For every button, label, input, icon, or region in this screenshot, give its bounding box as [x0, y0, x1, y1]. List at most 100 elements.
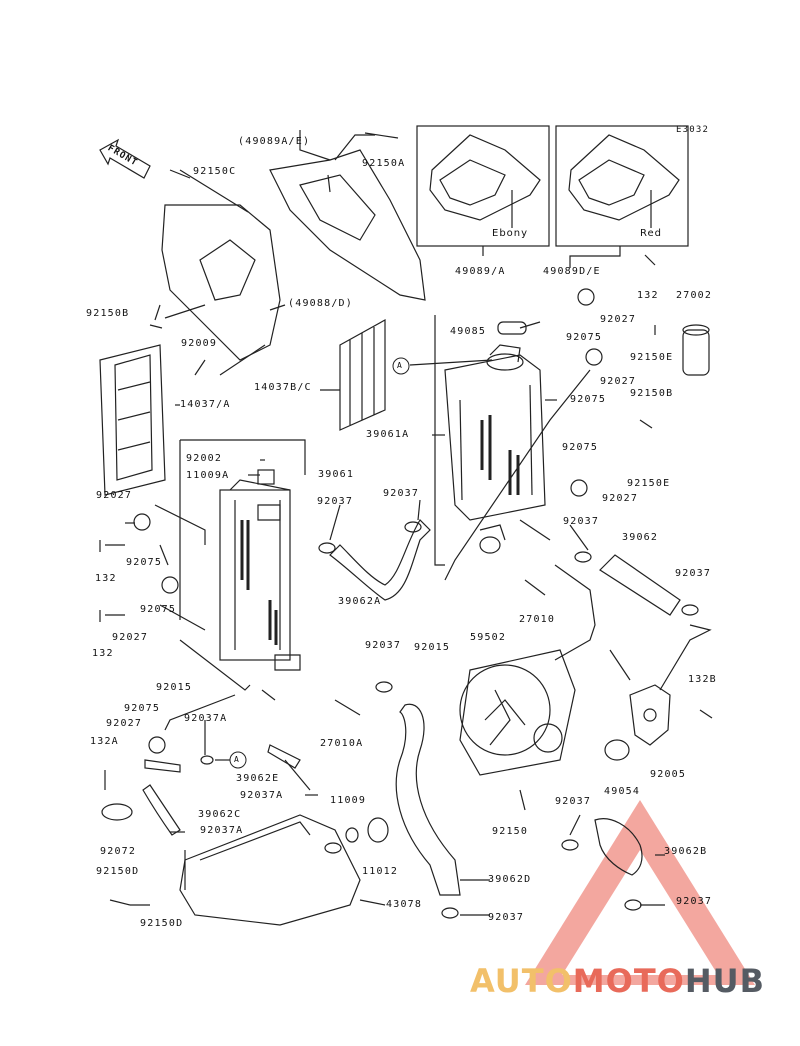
part-label: 92150C — [193, 166, 237, 177]
part-label: 92072 — [100, 846, 137, 857]
part-label: 92075 — [126, 557, 163, 568]
part-label: 27002 — [676, 290, 713, 301]
part-label: 92150D — [140, 918, 184, 929]
automotohub-logo: AUTOMOTOHUB — [470, 962, 765, 1000]
diagram-code: E3032 — [676, 125, 710, 135]
part-label: 92075 — [570, 394, 607, 405]
shroud-ebony-drawing — [429, 134, 541, 221]
part-label: 92150E — [627, 478, 671, 489]
part-label: 92027 — [106, 718, 143, 729]
part-label: 92150D — [96, 866, 140, 877]
callout-a-lower — [229, 751, 247, 769]
left-radiator — [219, 489, 291, 661]
part-label: 92037A — [240, 790, 284, 801]
part-label: 49085 — [450, 326, 487, 337]
part-label: 92150E — [630, 352, 674, 363]
part-label: (49088/D) — [288, 298, 353, 309]
part-label: 92037A — [184, 713, 228, 724]
part-label: 39062 — [622, 532, 659, 543]
logo-part-hub: HUB — [684, 962, 766, 1000]
callout-a-upper — [392, 357, 410, 375]
cooling-fan — [459, 664, 551, 756]
part-label: 132 — [637, 290, 659, 301]
hose-39062a — [329, 519, 431, 601]
part-label: 132B — [688, 674, 717, 685]
radiator-cap — [604, 739, 630, 761]
reservoir-tank — [179, 814, 361, 926]
part-label: 27010A — [320, 738, 364, 749]
part-label: 11012 — [362, 866, 399, 877]
part-label: 92037 — [555, 796, 592, 807]
part-label: 92027 — [96, 490, 133, 501]
part-label: 49054 — [604, 786, 641, 797]
part-label: 92015 — [414, 642, 451, 653]
part-label: 39062E — [236, 773, 280, 784]
part-label: 92027 — [600, 314, 637, 325]
shroud-red-drawing — [568, 134, 680, 221]
red-label: Red — [640, 228, 662, 239]
part-label: 132 — [92, 648, 114, 659]
hose-39062b — [594, 818, 643, 876]
left-shroud-inner — [269, 149, 426, 301]
part-label: 92150A — [362, 158, 406, 169]
logo-part-moto: MOTO — [572, 962, 685, 1000]
part-label: 132 — [95, 573, 117, 584]
part-label: 92037 — [676, 896, 713, 907]
red-box — [555, 125, 689, 247]
part-label: 92027 — [112, 632, 149, 643]
part-label: 132A — [90, 736, 119, 747]
part-label: 92150 — [492, 826, 529, 837]
part-label: 27010 — [519, 614, 556, 625]
right-radiator — [444, 354, 546, 521]
part-label: 92005 — [650, 769, 687, 780]
part-label: 92009 — [181, 338, 218, 349]
part-label: 92015 — [156, 682, 193, 693]
front-arrow — [99, 138, 151, 179]
part-label: 11009 — [330, 795, 367, 806]
part-label: (49089A/E) — [238, 136, 311, 147]
part-label: 39062C — [198, 809, 242, 820]
logo-part-auto: AUTO — [470, 962, 573, 1000]
part-label: 92075 — [566, 332, 603, 343]
part-label: 92075 — [562, 442, 599, 453]
part-label: 92150B — [630, 388, 674, 399]
callout-a-upper-label: A — [397, 361, 404, 370]
part-label: 39061 — [318, 469, 355, 480]
part-label: 92027 — [602, 493, 639, 504]
hose-39062 — [599, 554, 681, 616]
part-label: 49089D/E — [543, 266, 601, 277]
part-label: 39062B — [664, 846, 708, 857]
radiator-guard-left — [99, 344, 166, 496]
ebony-box — [416, 125, 550, 247]
callout-a-lower-label: A — [234, 755, 241, 764]
radiator-grill — [339, 318, 386, 431]
part-label: 39062D — [488, 874, 532, 885]
part-label: 92037 — [317, 496, 354, 507]
thermostat-housing — [629, 684, 671, 746]
part-label: 49089/A — [455, 266, 506, 277]
part-label: 92075 — [124, 703, 161, 714]
part-label: 43078 — [386, 899, 423, 910]
part-label: 39061A — [366, 429, 410, 440]
part-label: 92027 — [600, 376, 637, 387]
part-label: 92037A — [200, 825, 244, 836]
part-label: 92037 — [365, 640, 402, 651]
part-label: 92150B — [86, 308, 130, 319]
part-label: 92075 — [140, 604, 177, 615]
left-shroud-outer — [161, 204, 281, 361]
watermark-triangle — [525, 800, 755, 985]
fan-switch — [682, 329, 710, 376]
ebony-label: Ebony — [492, 228, 529, 239]
part-label: 92037 — [563, 516, 600, 527]
part-label: 92037 — [383, 488, 420, 499]
part-label: 39062A — [338, 596, 382, 607]
hose-39062d — [395, 703, 461, 896]
part-label: 11009A — [186, 470, 230, 481]
part-label: 92002 — [186, 453, 223, 464]
part-label: 14037/A — [180, 399, 231, 410]
part-label: 14037B/C — [254, 382, 312, 393]
part-label: 59502 — [470, 632, 507, 643]
part-label: 92037 — [675, 568, 712, 579]
part-label: 92037 — [488, 912, 525, 923]
